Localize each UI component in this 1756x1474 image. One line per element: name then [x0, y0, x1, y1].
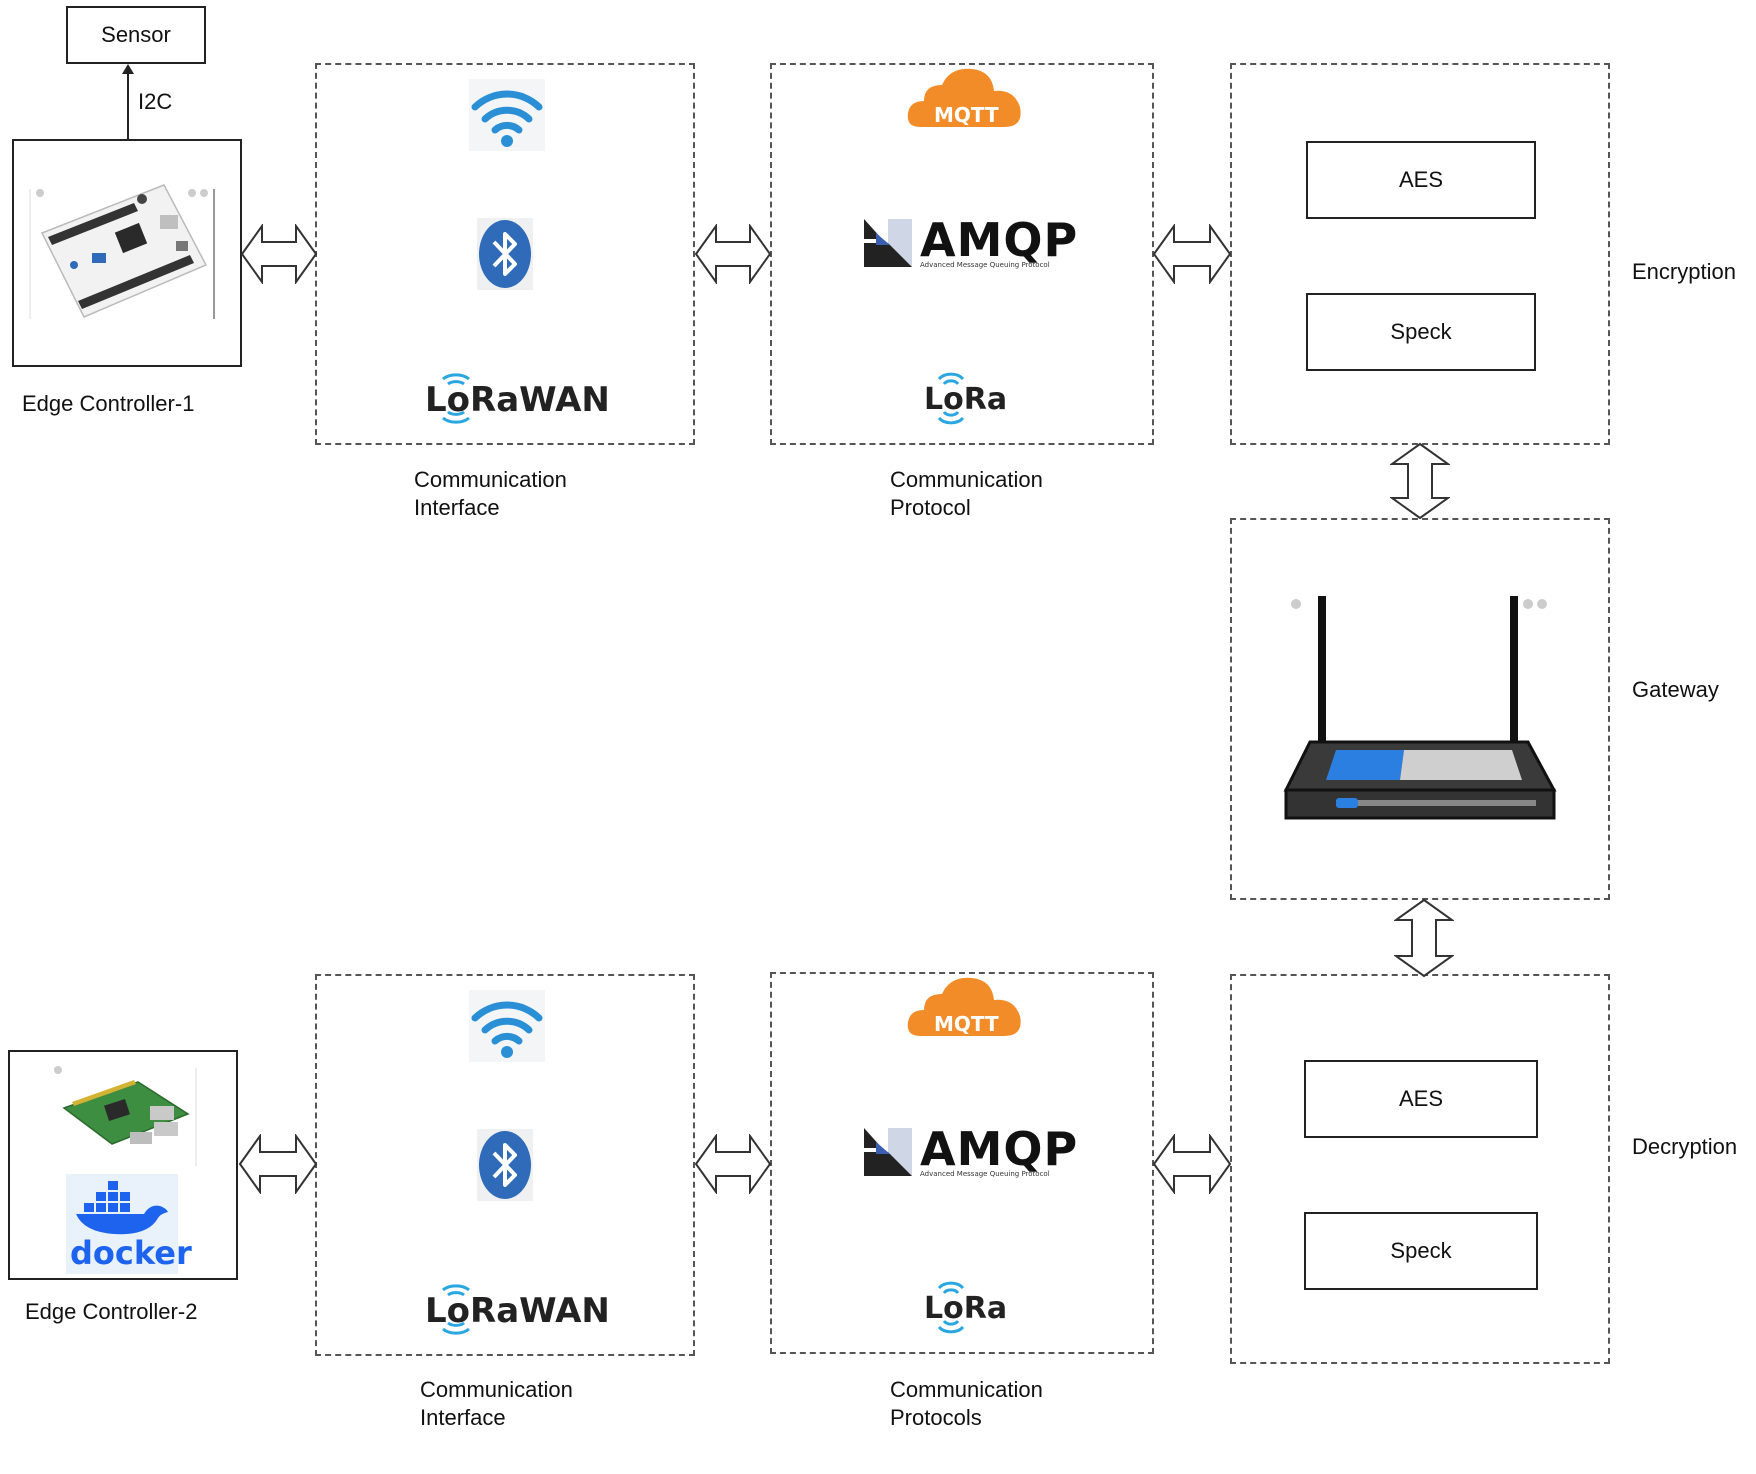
bottom-interface-caption-line2: Interface	[420, 1405, 506, 1430]
decryption-aes-box: AES	[1304, 1060, 1538, 1138]
edge-controller-1-label: Edge Controller-1	[22, 391, 195, 416]
amqp-text: AMQP	[920, 1122, 1079, 1176]
encryption-aes-box: AES	[1306, 141, 1536, 219]
top-interface-caption-line1: Communication	[414, 467, 567, 492]
top-interface-caption-line2: Interface	[414, 495, 500, 520]
amqp-subtitle: Advanced Message Queuing Protocol	[920, 261, 1050, 269]
decryption-aes-label: AES	[1398, 1086, 1444, 1111]
amqp-logo: AMQP Advanced Message Queuing Protocol	[864, 1122, 1077, 1184]
bottom-protocol-caption-line1: Communication	[890, 1377, 1043, 1402]
edge-controller-1-box	[12, 139, 242, 367]
bottom-interface-caption-line1: Communication	[420, 1377, 573, 1402]
encryption-aes-label: AES	[1398, 167, 1444, 192]
double-arrow-edge2-interface	[238, 1134, 318, 1194]
double-arrow-interface-protocol-bottom	[694, 1134, 772, 1194]
lora-text: LoRa	[924, 382, 1008, 417]
lora-logo: LoRa	[924, 370, 1014, 426]
lora-waves-icon	[937, 1281, 965, 1334]
docker-text: docker	[70, 1234, 192, 1272]
bluetooth-icon	[477, 218, 533, 290]
lora-waves-icon	[442, 373, 470, 424]
encryption-box: AES Speck	[1230, 63, 1610, 445]
lorawan-logo: LoRaWAN	[425, 370, 610, 426]
amqp-mark-icon	[864, 219, 912, 267]
mqtt-text: MQTT	[934, 1012, 999, 1036]
mqtt-logo: MQTT	[906, 974, 1024, 1046]
edge-controller-2-box: docker	[8, 1050, 238, 1280]
gateway-label: Gateway	[1632, 677, 1719, 702]
wifi-icon	[469, 990, 545, 1062]
top-protocol-caption-line1: Communication	[890, 467, 1043, 492]
mqtt-text: MQTT	[934, 103, 999, 127]
sensor-label: Sensor	[101, 22, 171, 47]
lora-logo: LoRa	[924, 1279, 1014, 1335]
gateway-box	[1230, 518, 1610, 900]
router-icon	[1283, 596, 1557, 820]
lora-waves-icon	[937, 372, 965, 425]
encryption-speck-label: Speck	[1390, 319, 1452, 344]
lorawan-logo: LoRaWAN	[425, 1281, 610, 1337]
i2c-label: I2C	[138, 89, 173, 114]
mqtt-logo: MQTT	[906, 65, 1024, 137]
double-arrow-interface-protocol-top	[694, 224, 772, 284]
encryption-label: Encryption	[1632, 259, 1736, 284]
bottom-communication-protocols-box: MQTT AMQP Advanced Message Queuing Proto…	[770, 972, 1154, 1354]
lora-text: LoRa	[924, 1291, 1008, 1326]
double-arrow-edge1-interface	[240, 224, 318, 284]
decryption-box: AES Speck	[1230, 974, 1610, 1364]
raspberry-pi-icon	[54, 1066, 197, 1166]
encryption-speck-box: Speck	[1306, 293, 1536, 371]
double-arrow-protocol-encryption	[1152, 224, 1232, 284]
double-arrow-encryption-gateway	[1390, 442, 1450, 520]
wifi-icon	[469, 79, 545, 151]
bottom-communication-interface-box: LoRaWAN	[315, 974, 695, 1356]
amqp-mark-icon	[864, 1128, 912, 1176]
bottom-protocol-caption-line2: Protocols	[890, 1405, 982, 1430]
top-communication-protocol-box: MQTT AMQP Advanced Message Queuing Proto…	[770, 63, 1154, 445]
amqp-text: AMQP	[920, 213, 1079, 267]
double-arrow-protocol-decryption	[1152, 1134, 1232, 1194]
bluetooth-icon	[477, 1129, 533, 1201]
double-arrow-gateway-decryption	[1394, 898, 1454, 978]
decryption-label: Decryption	[1632, 1134, 1738, 1159]
top-protocol-caption-line2: Protocol	[890, 495, 971, 520]
docker-logo: docker	[66, 1174, 192, 1274]
lorawan-text: LoRaWAN	[425, 380, 610, 420]
mqtt-cloud-icon	[907, 68, 1021, 127]
edge-controller-2-label: Edge Controller-2	[25, 1299, 198, 1324]
amqp-logo: AMQP Advanced Message Queuing Protocol	[864, 213, 1077, 275]
lora-waves-icon	[442, 1284, 470, 1335]
amqp-subtitle: Advanced Message Queuing Protocol	[920, 1170, 1050, 1178]
i2c-arrow	[122, 64, 134, 140]
sensor-box: Sensor	[66, 6, 206, 64]
docker-whale-icon	[76, 1181, 168, 1235]
top-communication-interface-box: LoRaWAN	[315, 63, 695, 445]
decryption-speck-box: Speck	[1304, 1212, 1538, 1290]
mqtt-cloud-icon	[907, 977, 1021, 1036]
decryption-speck-label: Speck	[1390, 1238, 1452, 1263]
lorawan-text: LoRaWAN	[425, 1291, 610, 1331]
microcontroller-board-icon	[29, 184, 215, 319]
